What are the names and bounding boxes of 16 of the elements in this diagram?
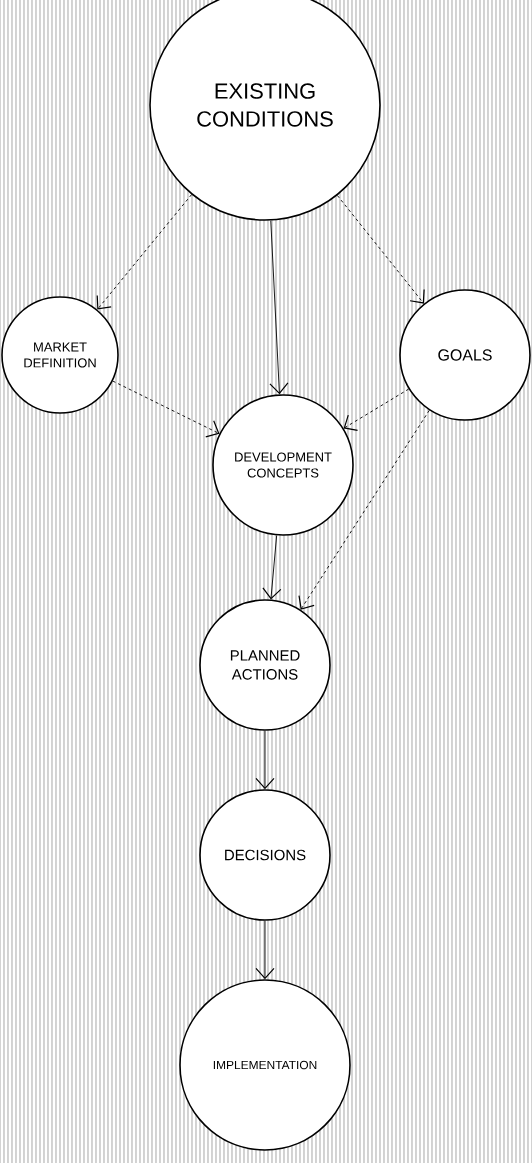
circle-node: MARKET DEFINITION bbox=[1, 296, 119, 414]
arrow bbox=[262, 535, 282, 600]
arrow bbox=[298, 409, 430, 610]
arrow bbox=[336, 195, 425, 304]
circle-node: DEVELOPMENT CONCEPTS bbox=[212, 394, 354, 536]
arrow bbox=[269, 220, 289, 395]
arrow bbox=[112, 380, 220, 438]
arrow bbox=[343, 388, 410, 432]
arrow bbox=[255, 730, 275, 790]
circle-node: PLANNED ACTIONS bbox=[199, 599, 331, 731]
circle-node: GOALS bbox=[399, 289, 531, 421]
node-label: IMPLEMENTATION bbox=[213, 1060, 317, 1070]
arrow bbox=[255, 920, 275, 980]
arrow bbox=[96, 194, 193, 310]
circle-node: DECISIONS bbox=[199, 789, 331, 921]
circle-node: IMPLEMENTATION bbox=[179, 979, 351, 1151]
